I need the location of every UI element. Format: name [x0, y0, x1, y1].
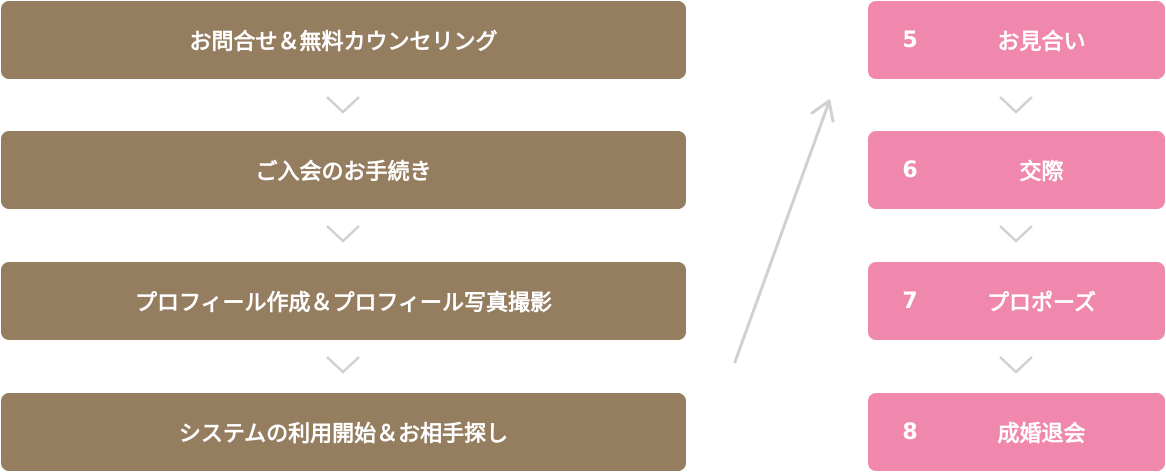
step-box-2: ご入会のお手続き: [1, 131, 686, 209]
step-number: 8: [902, 419, 918, 445]
chevron-down-icon: [325, 355, 361, 375]
step-label: プロポーズ: [987, 291, 1096, 316]
step-label: お見合い: [997, 30, 1086, 55]
chevron-down-icon: [325, 224, 361, 244]
step-label: 交際: [1019, 160, 1064, 185]
step-box-4: システムの利用開始＆お相手探し: [1, 393, 686, 471]
step-label: 成婚退会: [997, 422, 1086, 447]
step-box-8: 8 成婚退会: [868, 393, 1165, 471]
step-label: お問合せ＆無料カウンセリング: [189, 30, 498, 55]
step-box-6: 6 交際: [868, 131, 1165, 209]
step-box-1: お問合せ＆無料カウンセリング: [1, 1, 686, 79]
step-label: プロフィール作成＆プロフィール写真撮影: [134, 291, 553, 316]
step-box-7: 7 プロポーズ: [868, 262, 1165, 340]
chevron-down-icon: [998, 95, 1034, 115]
step-label: システムの利用開始＆お相手探し: [178, 422, 509, 447]
step-box-3: プロフィール作成＆プロフィール写真撮影: [1, 262, 686, 340]
step-label: ご入会のお手続き: [255, 160, 432, 185]
step-box-5: 5 お見合い: [868, 1, 1165, 79]
chevron-down-icon: [325, 95, 361, 115]
chevron-down-icon: [998, 355, 1034, 375]
step-number: 7: [902, 288, 918, 314]
chevron-down-icon: [998, 224, 1034, 244]
step-number: 6: [902, 157, 918, 183]
step-number: 5: [902, 27, 918, 53]
